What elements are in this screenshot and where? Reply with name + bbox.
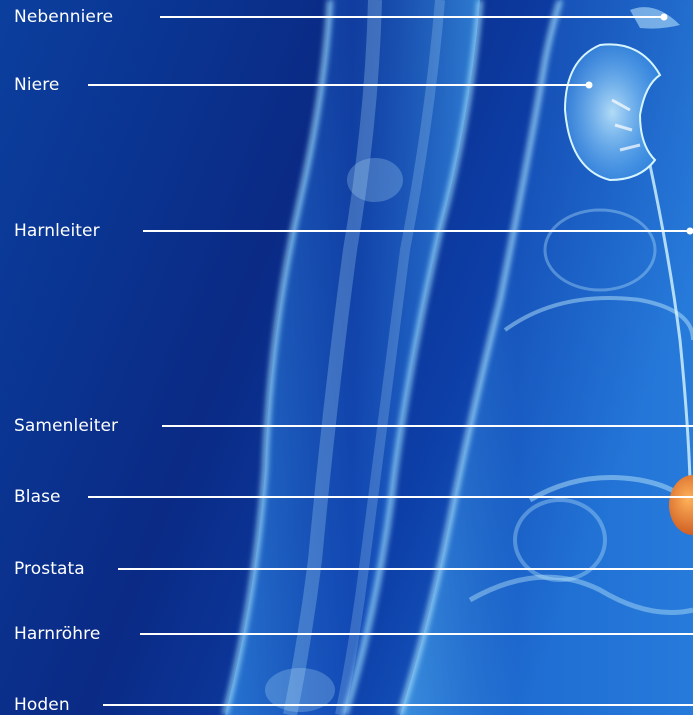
label-prostata: Prostata (14, 559, 85, 579)
label-hoden: Hoden (14, 695, 70, 715)
label-harnleiter: Harnleiter (14, 221, 100, 241)
leader-dot-nebenniere (661, 14, 668, 21)
leader-dot-niere (586, 82, 593, 89)
label-blase: Blase (14, 487, 61, 507)
label-niere: Niere (14, 75, 59, 95)
label-harnroehre: Harnröhre (14, 624, 100, 644)
label-nebenniere: Nebenniere (14, 7, 113, 27)
label-samenleiter: Samenleiter (14, 416, 118, 436)
